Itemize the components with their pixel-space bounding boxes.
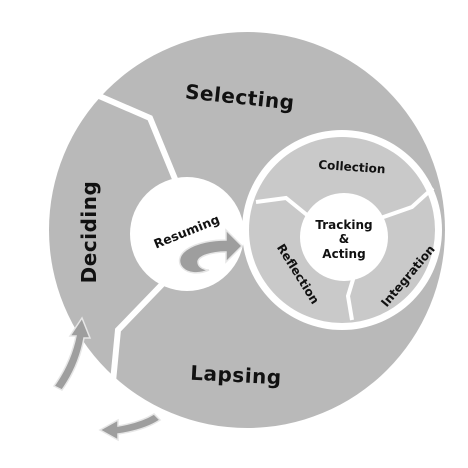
label-ampersand: &	[339, 232, 349, 246]
label-acting: Acting	[322, 247, 365, 261]
center-circle	[300, 193, 388, 281]
resuming-arrow-icon	[178, 228, 244, 274]
inner-divider-collection-reflection	[255, 195, 309, 217]
label-collection: Collection	[318, 158, 386, 177]
exit-arrow-left-icon	[98, 413, 162, 442]
label-deciding: Deciding	[77, 181, 101, 284]
label-lapsing: Lapsing	[190, 361, 283, 390]
resuming-circle	[130, 177, 244, 291]
exit-arrow-up-icon	[52, 316, 92, 391]
inner-divider-collection-integration	[374, 186, 435, 222]
label-tracking: Tracking	[315, 218, 372, 232]
divider-deciding-lapsing	[109, 269, 177, 393]
divider-selecting-deciding	[88, 89, 185, 198]
